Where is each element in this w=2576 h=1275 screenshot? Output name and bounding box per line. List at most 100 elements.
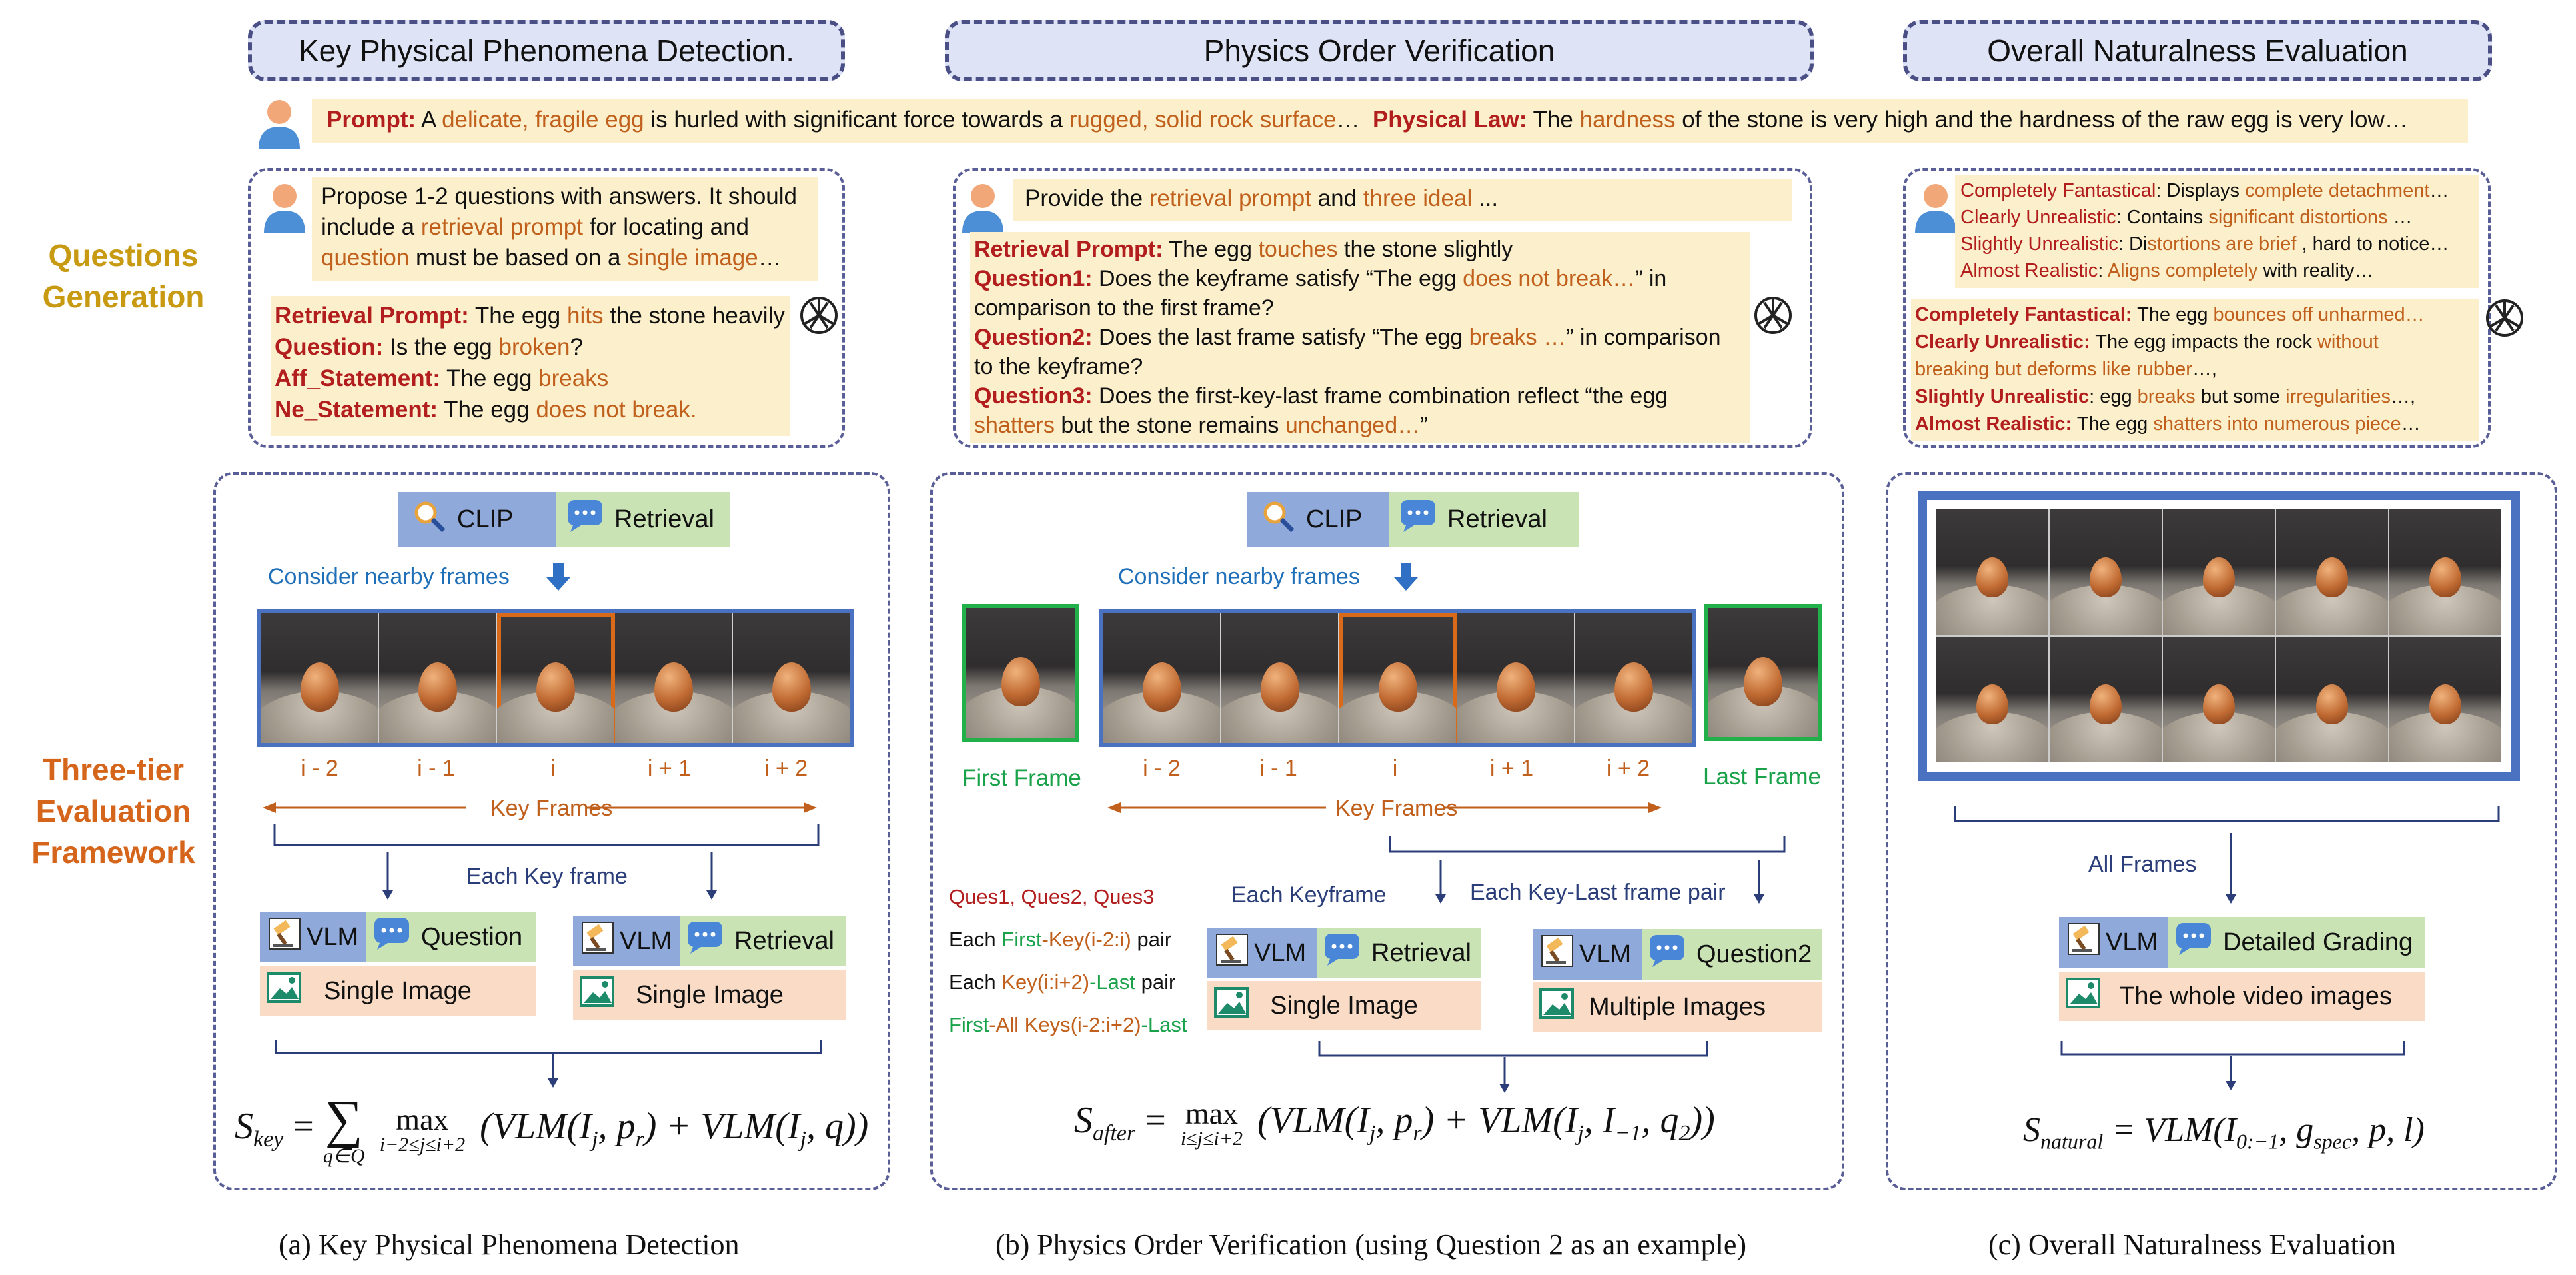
frame-label: i + 1 [647,756,692,781]
user-prompt-a [312,177,818,281]
detailed-grading-pill: Detailed Grading [2168,917,2425,968]
answer-text-a: Retrieval Prompt: The egg hits the stone… [275,303,785,423]
clip-pill: CLIP [398,492,556,547]
key-frames-label: Key Frames [490,796,613,821]
image-icon [580,976,614,1014]
video-frame [733,613,850,743]
frame-label: i [1392,756,1398,781]
judge-gavel-icon [581,921,614,961]
frame-strip-b [1099,609,1696,747]
frame-label: i + 2 [1606,756,1650,781]
frame-label: i [550,756,556,781]
image-icon [1539,988,1574,1026]
all-frames-label: All Frames [2088,852,2197,877]
header-physics-order: Physics Order Verification [945,20,1814,81]
user-icon [960,181,1006,235]
panel-c-connectors [1954,806,2500,1090]
video-frame [1575,613,1692,743]
answer-text-c: Completely Fantastical: The egg bounces … [1915,304,2425,435]
each-key-last-label: Each Key-Last frame pair [1470,880,1726,905]
judge-gavel-icon [268,917,301,957]
chat-bubble-icon [1648,934,1686,975]
first-frame-label: First Frame [962,765,1081,791]
vlm-pill: VLM [2059,917,2168,968]
each-pair-list: Ques1, Ques2, Ques3 Each First-Key(i-2:i… [949,885,1187,1036]
chat-bubble-icon [1399,499,1437,540]
single-image-pill: Single Image [1207,981,1481,1030]
prompt-text: Prompt: A delicate, fragile egg is hurle… [326,107,2408,133]
frame-label: i + 2 [764,756,808,781]
answer-a [271,296,790,436]
chat-bubble-icon [373,916,410,958]
down-arrow-icon [1393,561,1419,595]
frame-label: i - 1 [1259,756,1297,781]
caption-c: (c) Overall Naturalness Evaluation [1988,1228,2397,1261]
header-key-physical: Key Physical Phenomena Detection. [248,20,845,81]
header-naturalness: Overall Naturalness Evaluation [1903,20,2492,81]
chat-bubble-icon [686,920,724,962]
each-keyframe-label: Each Keyframe [1231,882,1387,908]
video-frame [1103,613,1221,743]
retrieval-pill: Retrieval [556,492,730,547]
judge-gavel-icon [1541,934,1574,974]
search-icon [412,499,446,540]
video-frame [2389,509,2501,635]
video-frame [2163,637,2275,762]
user-prompt-c [1955,175,2479,288]
first-frame-image [962,604,1079,742]
down-arrow-icon [545,561,572,595]
each-key-frame-label: Each Key frame [466,864,628,889]
chatgpt-logo-icon [1751,293,1795,341]
panel-a [213,472,890,1190]
frame-label: i - 2 [1143,756,1181,781]
video-frame [1936,637,2048,762]
image-icon [1214,987,1249,1024]
video-frame [1221,613,1339,743]
chat-bubble-icon [566,499,604,540]
video-frame [2389,637,2501,762]
video-frame [379,613,497,743]
frame-strip-a [257,609,854,747]
frame-label: i - 2 [301,756,338,781]
video-frame [2050,637,2162,762]
image-icon [267,972,301,1010]
user-prompt-b [1013,179,1792,221]
frame-label: i - 1 [417,756,455,781]
chatgpt-logo-icon [2483,296,2527,343]
judge-gavel-icon [1215,933,1249,973]
vlm-pill: VLM [260,912,366,962]
image-icon [2066,978,2100,1015]
chat-bubble-icon [1323,932,1361,974]
vlm-pill: VLM [573,916,680,966]
whole-video-pill: The whole video images [2059,972,2425,1021]
video-frame [261,613,379,743]
judge-gavel-icon [2067,922,2100,962]
user-text-a: Propose 1-2 questions with answers. It s… [321,183,797,271]
video-frame [1936,509,2048,635]
vlm-pill: VLM [1207,928,1317,978]
user-icon [1912,181,1959,235]
formula-natural: Snatural = VLM(I0:−1, gspec, p, l) [2023,1111,2425,1154]
consider-nearby-label: Consider nearby frames [1118,564,1360,589]
video-frame [615,613,733,743]
question-pill: Question [366,912,536,962]
search-icon [1261,499,1295,540]
video-frame [2163,509,2275,635]
question-box-a [248,168,845,448]
panel-c [1886,472,2557,1190]
retrieval-pill: Retrieval [680,916,846,966]
single-image-pill: Single Image [260,966,536,1016]
video-grid [1918,491,2520,781]
consider-nearby-label: Consider nearby frames [268,564,510,589]
user-icon [261,181,308,235]
vlm-pill: VLM [1533,929,1642,980]
clip-pill: CLIP [1247,492,1389,547]
video-frame [1457,613,1575,743]
question-box-b [953,168,1812,448]
video-frame [2050,509,2162,635]
chat-bubble-icon [2175,922,2212,963]
